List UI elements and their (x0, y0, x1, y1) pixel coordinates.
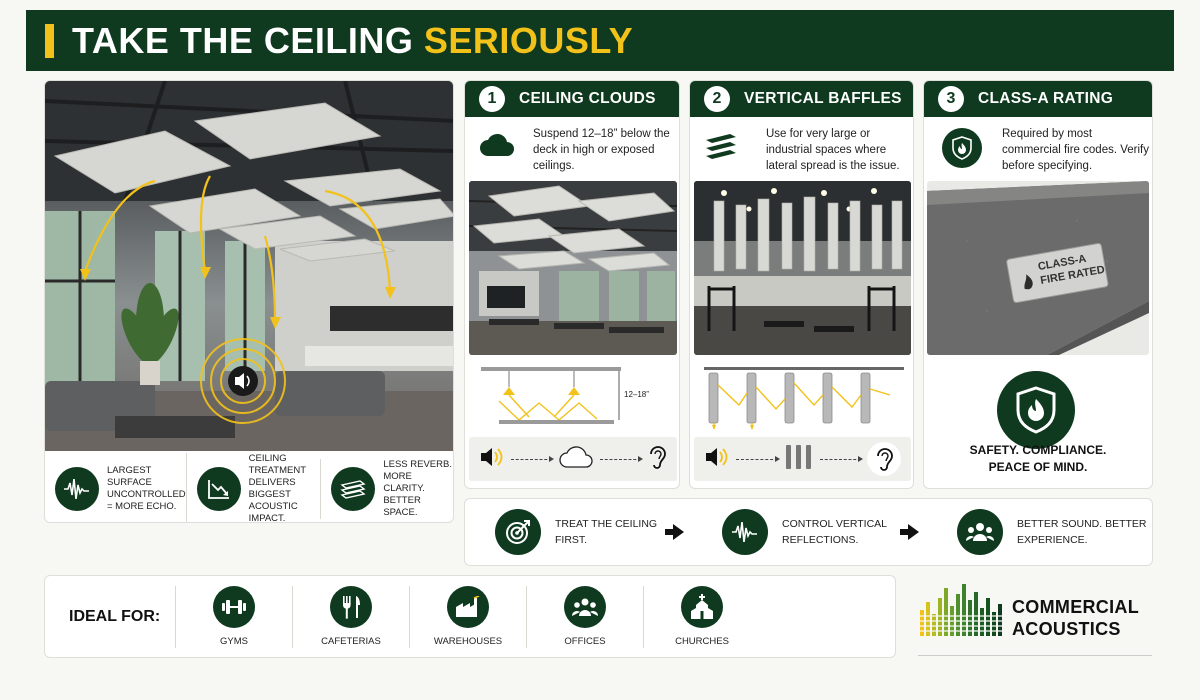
use-label: CHURCHES (675, 636, 729, 647)
use-cafeterias: CAFETERIAS (292, 585, 409, 648)
stat-text: LESS REVERB. MORE CLARITY. BETTER SPACE. (383, 458, 452, 518)
use-label: GYMS (220, 636, 248, 647)
card-class-a-rating: 3 CLASS-A RATING Required by most commer… (923, 80, 1153, 489)
safety-line-2: PEACE OF MIND. (988, 460, 1088, 474)
card-vertical-baffles: 2 VERTICAL BAFFLES Use for very large or… (689, 80, 914, 489)
use-label: CAFETERIAS (321, 636, 381, 647)
clearance-label: 12–18” (624, 390, 649, 399)
baffle-sound-flow (694, 437, 911, 481)
card-description: Use for very large or industrial spaces … (766, 128, 900, 172)
use-label: OFFICES (564, 636, 606, 647)
baffle-bars-icon (784, 444, 814, 475)
logo-line-2: ACOUSTICS (1012, 619, 1121, 639)
stat-text: LARGEST SURFACE UNCONTROLLED = MORE ECHO… (107, 464, 186, 512)
flow-arrow (511, 455, 554, 462)
baffles-icon (704, 132, 738, 167)
card-ceiling-clouds: 1 CEILING CLOUDS Suspend 12–18” below th… (464, 80, 680, 489)
page-title: TAKE THE CEILING SERIOUSLY (72, 19, 634, 61)
equalizer-logo-icon (918, 584, 1008, 636)
card-header: 3 CLASS-A RATING (924, 81, 1152, 117)
page-title-accent: SERIOUSLY (423, 19, 634, 61)
fire-shield-icon (942, 128, 982, 168)
use-offices: OFFICES (526, 585, 643, 648)
card-title: VERTICAL BAFFLES (744, 90, 902, 107)
classroom-clouds-photo (469, 181, 677, 355)
speaker-icon (479, 446, 505, 473)
step-text: BETTER SOUND. BETTER EXPERIENCE. (1017, 518, 1147, 546)
header-banner: TAKE THE CEILING SERIOUSLY (26, 10, 1174, 71)
stat-ceiling-treatment: CEILING TREATMENT DELIVERS BIGGEST ACOUS… (185, 452, 321, 523)
step-number: 2 (704, 86, 730, 112)
step-number: 3 (938, 86, 964, 112)
stat-largest-surface: LARGEST SURFACE UNCONTROLLED = MORE ECHO… (45, 465, 186, 513)
header-accent-bar (45, 23, 54, 58)
safety-badge-icon (997, 371, 1075, 449)
ear-icon (647, 444, 667, 475)
stat-text: CEILING TREATMENT DELIVERS BIGGEST ACOUS… (248, 452, 306, 523)
use-gyms: GYMS (175, 585, 292, 648)
step-text: CONTROL VERTICAL REFLECTIONS. (782, 518, 887, 546)
baffle-reflection-diagram (694, 365, 911, 436)
use-churches: CHURCHES (643, 585, 760, 648)
logo-wordmark: COMMERCIAL ACOUSTICS (1012, 596, 1139, 640)
cloud-reflection-diagram: 12–18” (469, 365, 677, 436)
acoustic-panel-photo: CLASS-A FIRE RATED (927, 181, 1149, 355)
ear-icon (867, 442, 901, 476)
step-better-sound: BETTER SOUND. BETTER EXPERIENCE. (957, 509, 1147, 555)
step-control-reflections: CONTROL VERTICAL REFLECTIONS. (722, 509, 900, 555)
impact-chart-icon (196, 466, 241, 511)
safety-statement: SAFETY. COMPLIANCE. PEACE OF MIND. (924, 442, 1152, 476)
card-description: Required by most commercial fire codes. … (1002, 128, 1149, 172)
layers-icon (331, 466, 376, 511)
sound-wave-icon (722, 509, 768, 555)
dumbbell-icon (213, 586, 255, 628)
safety-line-1: SAFETY. COMPLIANCE. (969, 443, 1107, 457)
arrow-right-icon (665, 524, 684, 540)
card-title: CEILING CLOUDS (519, 90, 656, 107)
step-number: 1 (479, 86, 505, 112)
stat-less-reverb: LESS REVERB. MORE CLARITY. BETTER SPACE. (320, 458, 453, 519)
flow-arrow (600, 455, 643, 462)
logo-line-1: COMMERCIAL (1012, 597, 1139, 617)
people-icon (957, 509, 1003, 555)
ideal-for-panel: IDEAL FOR: GYMS CAFETERIAS WAREHOUSES OF… (44, 575, 896, 658)
cloud-outline-icon (558, 445, 594, 474)
flow-arrow (819, 455, 863, 462)
speaker-icon (704, 446, 730, 473)
target-icon (495, 509, 541, 555)
card-header: 1 CEILING CLOUDS (465, 81, 679, 117)
step-text: TREAT THE CEILING FIRST. (555, 518, 658, 546)
card-description: Suspend 12–18” below the deck in high or… (533, 128, 670, 172)
company-logo: COMMERCIAL ACOUSTICS (918, 580, 1152, 656)
hero-stats-row: LARGEST SURFACE UNCONTROLLED = MORE ECHO… (45, 452, 453, 523)
use-label: WAREHOUSES (433, 636, 503, 647)
card-title: CLASS-A RATING (978, 90, 1114, 107)
step-treat-ceiling: TREAT THE CEILING FIRST. (495, 509, 665, 555)
cloud-sound-flow (469, 437, 677, 481)
factory-icon (447, 586, 489, 628)
hero-card: LARGEST SURFACE UNCONTROLLED = MORE ECHO… (44, 80, 454, 523)
cloud-icon (479, 132, 515, 163)
gym-baffles-photo (694, 181, 911, 355)
process-steps-row: TREAT THE CEILING FIRST. CONTROL VERTICA… (464, 498, 1153, 566)
utensils-icon (330, 586, 372, 628)
church-icon (681, 586, 723, 628)
use-warehouses: WAREHOUSES (409, 585, 526, 648)
sound-wave-icon (55, 466, 99, 511)
team-icon (564, 586, 606, 628)
office-ceiling-photo (45, 81, 453, 451)
flow-arrow (736, 455, 779, 462)
card-header: 2 VERTICAL BAFFLES (690, 81, 913, 117)
arrow-right-icon (900, 524, 919, 540)
ideal-for-label: IDEAL FOR: (69, 607, 161, 625)
